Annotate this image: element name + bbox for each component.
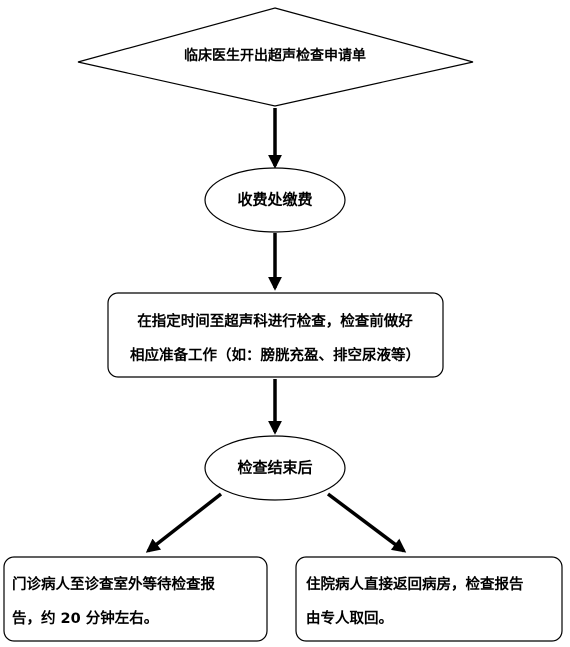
- exam-label-line2: 相应准备工作（如：膀胱充盈、排空尿液等）: [130, 346, 420, 364]
- start-diamond-label: 临床医生开出超声检查申请单: [184, 47, 366, 64]
- outpatient-node: 门诊病人至诊查室外等待检查报 告，约 20 分钟左右。: [3, 556, 268, 642]
- exam-node: 在指定时间至超声科进行检查，检查前做好 相应准备工作（如：膀胱充盈、排空尿液等）: [107, 292, 444, 378]
- exam-end-label: 检查结束后: [237, 459, 312, 477]
- outpatient-label-line1: 门诊病人至诊查室外等待检查报: [12, 575, 215, 593]
- payment-oval-shape: [204, 167, 346, 233]
- start-diamond-node: 临床医生开出超声检查申请单: [77, 7, 474, 107]
- exam-end-node: 检查结束后: [204, 435, 346, 501]
- inpatient-label-line2: 由专人取回。: [306, 609, 393, 627]
- inpatient-label-line1: 住院病人直接返回病房，检查报告: [306, 575, 524, 593]
- exam-label-line1: 在指定时间至超声科进行检查，检查前做好: [137, 312, 413, 330]
- payment-label: 收费处缴费: [237, 191, 312, 209]
- exam-end-oval-shape: [204, 435, 346, 501]
- arrow-end-to-outpatient: [145, 492, 223, 553]
- inpatient-box-shape: [295, 556, 563, 642]
- start-diamond-shape: [77, 7, 474, 107]
- arrow-end-to-inpatient: [326, 492, 407, 553]
- outpatient-box-shape: [3, 556, 268, 642]
- payment-node: 收费处缴费: [204, 167, 346, 233]
- exam-box-shape: [107, 292, 444, 378]
- outpatient-label-line2: 告，约 20 分钟左右。: [12, 609, 158, 627]
- inpatient-node: 住院病人直接返回病房，检查报告 由专人取回。: [295, 556, 563, 642]
